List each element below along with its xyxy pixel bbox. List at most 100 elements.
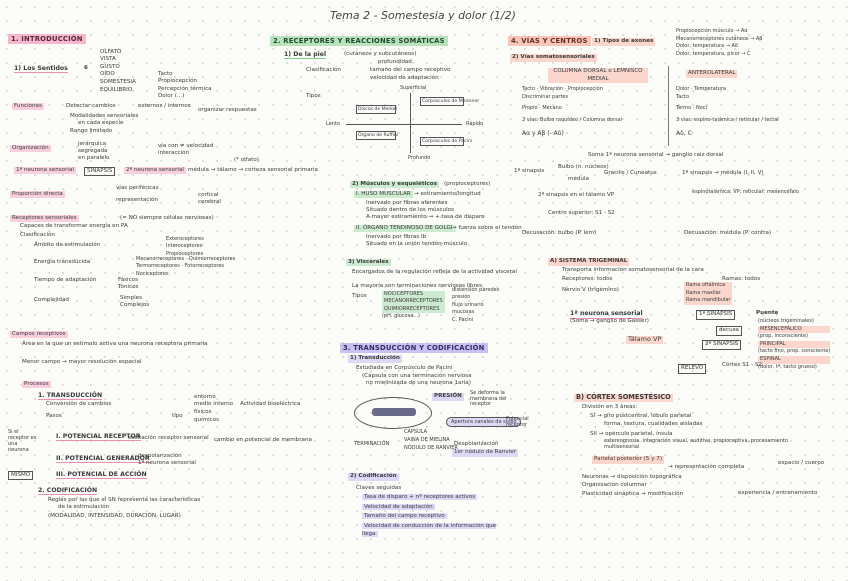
b2: Parietal posterior (5 y 7): [592, 456, 664, 464]
campos-section: Campos receptivos Área en la que un estí…: [8, 321, 270, 371]
trig-rama: Rama maxilar: [684, 290, 732, 298]
transd-section: 1) Transducción Estudiada en Corpúsculo …: [270, 353, 502, 471]
piel-sub: (cutáneos y subcutáneos): [344, 51, 416, 59]
merkel-box: Discos de Merkel: [356, 105, 396, 114]
axon-item: Dolor, temperatura, picor → C: [676, 51, 763, 59]
energia-opt: Fotorreceptores: [185, 263, 224, 269]
heading-vias: 4. VÍAS Y CENTROS: [508, 36, 591, 46]
pot-rec-a: excitación receptor sensorial: [128, 435, 209, 443]
codif-l1: Claves seguidas: [356, 485, 401, 493]
sentido-item: VISTA: [100, 56, 136, 64]
sentido-item: SOMESTESIA: [100, 79, 136, 87]
diag-rapido: Rápido: [466, 121, 483, 129]
diag-lento: Lento: [326, 121, 340, 129]
b1b: forma, textura, cualidades aisladas: [604, 421, 703, 429]
receptores-label: Receptores sensoriales: [10, 215, 79, 223]
vias-label: 2) Vías somatosensoriales: [510, 54, 597, 62]
visceras-v1: Encargados de la regulación refleja de l…: [352, 269, 517, 277]
codificacion-label: 2. CODIFICACIÓN: [38, 487, 97, 496]
transd-l1: Estudiada en Corpúsculo de Pacini: [356, 365, 452, 373]
transd-label: 1) Transducción: [348, 355, 402, 363]
pacini-core: [372, 408, 416, 416]
b2a: → representación completa: [668, 464, 744, 472]
viscera-extra: (pH, glucosa...): [382, 313, 445, 321]
sin1-a: Bulbo (n. núcleos): [558, 164, 609, 172]
trig-l2: Receptores: todos: [562, 276, 612, 284]
t2b: físicos: [194, 409, 211, 417]
golgi-2: Situado en la unión tendón-músculo: [366, 241, 467, 249]
b5b: experiencia / entrenamiento: [738, 490, 817, 498]
pot-acc: III. POTENCIAL DE ACCIÓN: [56, 471, 147, 480]
table-left: Tacto · Vibración · Propiocepción: [522, 86, 622, 94]
table-col1-head: COLUMNA DORSAL o LEMNISCO MEDIAL: [548, 68, 648, 83]
b1: División en 3 áreas:: [582, 404, 637, 412]
b2b: espacio / cuerpo: [778, 460, 824, 468]
viscera-right: C. Pacini: [452, 317, 499, 325]
side-note: Si el receptor es una neurona: [8, 429, 38, 453]
axon-item: Dolor, temperatura → Aδ: [676, 43, 763, 51]
vias-header: 4. VÍAS Y CENTROS 1) Tipos de axones Pro…: [508, 28, 844, 64]
sin1-c: médula: [568, 176, 589, 184]
puente-item: MESENCEFÁLICO: [758, 326, 830, 334]
funciones-l3: Rango limitado: [70, 128, 112, 136]
sentidos-label: 1) Los Sentidos: [14, 65, 68, 74]
procesos-section: Procesos 1. TRANSDUCCIÓN Conversión de c…: [8, 371, 270, 521]
piel-clasif: Clasificación: [306, 67, 341, 75]
prop-d: cerebral: [198, 199, 221, 207]
complejidad-opt: Complejos: [120, 302, 149, 310]
musculos-sub: (propioceptores): [444, 181, 490, 189]
musculos-label: 2) Músculos y esqueléticos: [350, 181, 439, 189]
campos-l1: Área en la que un estímulo activa una ne…: [22, 341, 222, 349]
receptores-clasif: Clasificación: [20, 232, 55, 240]
pot-gen-b: 1ª neurona sensorial: [138, 460, 196, 468]
funciones-l1b: externos / internos: [138, 103, 191, 111]
codif-item: Velocidad de conducción de la informació…: [362, 523, 496, 537]
mielina-label: VAINA DE MIELINA: [404, 437, 450, 445]
sentidos-count: 6: [84, 65, 88, 73]
procesos-label: Procesos: [22, 381, 51, 389]
puente-item: (prop. inconsciente): [758, 333, 830, 341]
piel-label: 1) De la piel: [284, 51, 326, 60]
relevo-box: RELEVO: [678, 364, 706, 374]
energia-opt: Quimiorreceptores: [189, 256, 235, 262]
presion-label: PRESIÓN: [432, 393, 464, 401]
puente-item: (dolor, tª, tacto grueso): [758, 364, 830, 372]
heading-transduccion: 3. TRANSDUCCIÓN Y CODIFICACIÓN: [340, 343, 488, 353]
piel-c2: tamaño del campo receptivo: [370, 67, 450, 75]
transduccion-label: 1. TRANSDUCCIÓN: [38, 392, 102, 401]
trig-l3: Nervio V (trigémino): [562, 287, 619, 295]
receptores-section: Receptores sensoriales (= NO siempre cél…: [8, 211, 270, 321]
trig-label: A) SISTEMA TRIGEMINAL: [548, 258, 629, 266]
energia-opt: Termorreceptores: [136, 263, 180, 269]
somestesia-item: Propiocepción: [158, 78, 212, 86]
meissner-box: Corpúsculos de Meissner: [420, 97, 464, 106]
codif-item: Tasa de disparo + nº receptores activos: [362, 494, 477, 500]
org-n2: 2ª neurona sensorial: [124, 167, 186, 175]
b5: Plasticidad sináptica → modificación: [582, 491, 683, 499]
org-e: interacción: [158, 150, 189, 158]
proporcion-label: Proporción directa: [10, 191, 65, 199]
bcortex-label: B) CÓRTEX SOMESTÉSICO: [574, 394, 673, 402]
talamo-label: Tálamo VP: [626, 336, 663, 344]
diag-profundo: Profundo: [408, 155, 430, 163]
terminacion-label: TERMINACIÓN: [354, 441, 389, 449]
table-left: Aα y Aβ (- Aδ): [522, 130, 622, 138]
table-col2-head: ANTEROLATERAL: [686, 70, 737, 78]
b1d: estereognosia, integración visual, audit…: [604, 439, 824, 450]
visceras-section: 3) Viscerales Encargados de la regulació…: [270, 253, 502, 339]
sin1-b: Gracilis / Cuneatus: [604, 170, 657, 178]
proporcion-section: Proporción directa vías periféricas repr…: [8, 185, 270, 211]
puente-item: (núcleos trigeminales): [758, 318, 830, 326]
funciones-l1c: organizar respuestas: [198, 107, 257, 115]
page-title: Tema 2 - Somestesia y dolor (1/2): [330, 9, 516, 22]
decusacion-1: Decusación: bulbo (P. lem): [522, 230, 596, 238]
sentido-item: EQUILIBRIO: [100, 87, 136, 95]
funciones-l2b: en cada especie: [78, 120, 123, 128]
sin2-label: 2ª sinapsis en el tálamo VP: [538, 192, 614, 200]
transd-l3: no mielinizada de una neurona 1aria): [366, 380, 471, 388]
codif-item: Velocidad de adaptación: [362, 504, 435, 510]
organizacion-label: Organización: [10, 145, 51, 153]
centro-sup: Centro superior: S1 - S2: [548, 210, 615, 218]
org-olfato: (* olfato): [234, 157, 259, 165]
vias-sinapsis: Soma 1ª neurona sensorial → ganglio raíz…: [508, 150, 844, 254]
